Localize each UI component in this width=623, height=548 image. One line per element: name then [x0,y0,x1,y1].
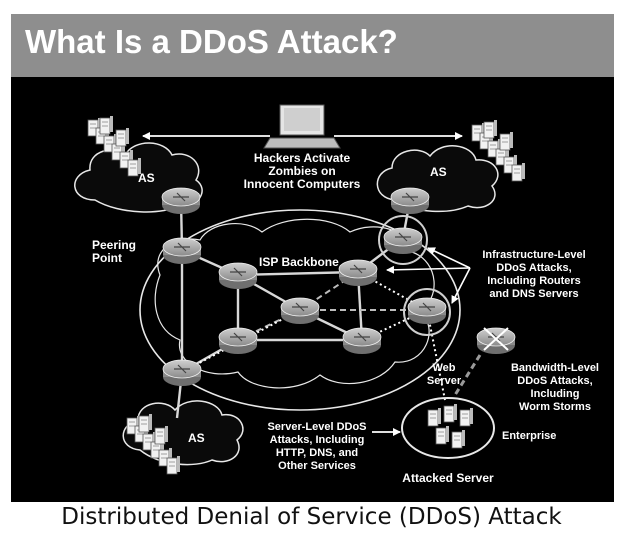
peering-point-line-1: Peering [92,238,136,252]
router-as-bottom [162,359,202,387]
infrastructure-attack-label: Infrastructure-Level DDoS Attacks, Inclu… [482,249,585,300]
router-backbone-4 [342,327,382,355]
infrastructure-line-1: Infrastructure-Level [482,249,585,261]
web-server-line-1: Web [432,362,455,374]
infrastructure-line-3: Including Routers [487,275,581,287]
bandwidth-line-3: Including [531,388,580,400]
router-as-right [390,187,430,215]
hackers-label: Hackers Activate Zombies on Innocent Com… [244,151,361,191]
server-attack-line-4: Other Services [278,460,356,472]
ddos-network-diagram: Hackers Activate Zombies on Innocent Com… [74,104,599,485]
web-server-label: Web Server [427,362,462,387]
server-attack-line-2: Attacks, Including [270,434,365,446]
infrastructure-line-2: DDoS Attacks, [496,262,571,274]
attacked-server-icon [427,403,474,449]
isp-backbone-ring [139,209,461,411]
enterprise-boundary [401,397,495,459]
router-bandwidth-attacked [476,327,516,355]
peering-point-line-2: Point [92,251,122,265]
bandwidth-attack-label: Bandwidth-Level DDoS Attacks, Including … [511,362,599,413]
router-dns-target [403,288,451,336]
hackers-label-line-2: Zombies on [268,164,335,178]
server-attack-line-1: Server-Level DDoS [267,421,366,433]
router-backbone-1 [218,262,258,290]
router-peering-point [162,237,202,265]
isp-backbone-label: ISP Backbone [259,255,339,269]
slide-frame: What Is a DDoS Attack? [11,14,614,502]
as-label-bottom: AS [188,431,205,445]
router-as-left [161,187,201,215]
as-label-right: AS [430,165,447,179]
bandwidth-line-2: DDoS Attacks, [517,375,592,387]
attacked-server-label: Attacked Server [402,471,494,485]
web-server-line-2: Server [427,375,462,387]
server-attack-line-3: HTTP, DNS, and [276,447,358,459]
bandwidth-line-1: Bandwidth-Level [511,362,599,374]
as-label-left: AS [138,171,155,185]
enterprise-label: Enterprise [502,430,556,442]
slide-caption: Distributed Denial of Service (DDoS) Att… [61,504,562,530]
router-backbone-center [280,297,320,325]
router-backbone-2 [338,259,378,287]
bandwidth-line-4: Worm Storms [519,401,591,413]
server-attack-label: Server-Level DDoS Attacks, Including HTT… [267,421,366,472]
hackers-label-line-1: Hackers Activate [254,151,351,165]
hackers-label-line-3: Innocent Computers [244,177,361,191]
hacker-laptop-icon [263,104,341,149]
router-backbone-3 [218,327,258,355]
peering-point-label: Peering Point [92,238,136,265]
slide-title: What Is a DDoS Attack? [25,23,398,60]
title-bar: What Is a DDoS Attack? [11,14,614,77]
router-infrastructure-target [378,215,428,265]
infrastructure-line-4: and DNS Servers [489,288,578,300]
